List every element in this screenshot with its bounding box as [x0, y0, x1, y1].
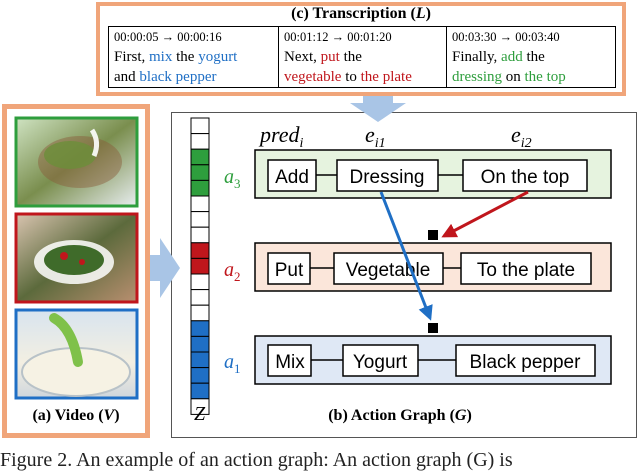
video-frame-2 [14, 212, 139, 304]
timestamp: 00:00:05 → 00:00:16 [114, 30, 222, 44]
segment: Finally, [452, 49, 502, 65]
transcription-cell-1: 00:00:05 → 00:00:16 First, mix the yogur… [109, 27, 279, 87]
node-box [333, 252, 444, 285]
node-label: Vegetable [346, 260, 431, 281]
node-box [336, 159, 439, 192]
transcription-table: 00:00:05 → 00:00:16 First, mix the yogur… [108, 26, 616, 88]
segment: on [502, 69, 525, 85]
transcription-title-var: L [415, 5, 426, 22]
down-arrow-icon [350, 96, 406, 122]
node-label: Dressing [350, 167, 425, 188]
action-label-a2: a2 [224, 259, 241, 284]
segment: the [339, 49, 362, 65]
node-label: Add [275, 167, 309, 188]
z-cell [190, 289, 210, 306]
z-cell [190, 273, 210, 291]
node-label: Yogurt [353, 352, 408, 373]
header-e2: ei2 [511, 122, 532, 151]
z-cell [190, 367, 210, 384]
segment: vegetable [284, 69, 342, 85]
z-cell [190, 179, 210, 197]
node-box [462, 159, 588, 192]
segment: Next, [284, 49, 321, 65]
node-label: Black pepper [470, 352, 582, 373]
node-box [267, 159, 317, 192]
segment: put [320, 49, 340, 65]
transcription-text: Finally, add the dressing on the top [452, 47, 610, 87]
segment: the top [524, 69, 566, 85]
z-cell [190, 320, 210, 337]
node-label: On the top [481, 167, 570, 188]
transcription-cell-3: 00:03:30 → 00:03:40 Finally, add the dres… [447, 27, 615, 87]
segment: yogurt [198, 49, 238, 65]
timestamp: 00:03:30 → 00:03:40 [452, 30, 560, 44]
z-column [190, 117, 210, 415]
segment: dressing [452, 69, 502, 85]
node-box [267, 252, 311, 285]
node-label: To the plate [477, 260, 575, 281]
segment: the [522, 49, 545, 65]
segment: and [114, 69, 140, 85]
segment: black pepper [139, 69, 217, 85]
z-cell [190, 382, 210, 400]
transcription-title-text: (c) Transcription ( [291, 5, 416, 22]
transcription-title: (c) Transcription (L) [96, 5, 626, 23]
right-arrow-icon [150, 238, 180, 298]
node-label: Mix [275, 352, 305, 373]
video-frame-1 [14, 116, 139, 208]
z-cell [190, 148, 210, 166]
node-box [460, 252, 592, 285]
z-cell [190, 351, 210, 369]
segment: to [341, 69, 361, 85]
z-cell [190, 304, 210, 322]
node-label: Put [275, 260, 304, 281]
z-cell [190, 226, 210, 244]
node-box [267, 344, 312, 377]
transcription-text: First, mix the yogurt and black pepper [114, 47, 273, 87]
header-e1: ei1 [365, 122, 386, 151]
node-box [455, 344, 596, 377]
header-pred: predi [258, 122, 304, 151]
video-frame-3 [14, 308, 139, 400]
z-label: Z [194, 403, 206, 425]
graph-label: (b) Action Graph (G) [328, 407, 472, 424]
segment: add [501, 49, 523, 65]
z-cell [190, 133, 210, 150]
z-cell [190, 398, 210, 415]
figure-caption: Figure 2. An example of an action graph:… [0, 449, 513, 471]
z-cell [190, 117, 210, 135]
junction-marker [428, 230, 438, 240]
transcription-text: Next, put the vegetable to the plate [284, 47, 441, 87]
z-cell [190, 242, 210, 259]
action-label-a1: a1 [224, 351, 241, 376]
node-box [342, 344, 419, 377]
transcription-cell-2: 00:01:12 → 00:01:20 Next, put the vegetab… [279, 27, 447, 87]
z-cell [190, 257, 210, 275]
segment: the plate [360, 69, 412, 85]
z-cell [190, 195, 210, 213]
segment: the [172, 49, 199, 65]
action-label-a3: a3 [224, 166, 241, 191]
z-cell [190, 164, 210, 181]
segment: First, [114, 49, 150, 65]
transcription-title-close: ) [425, 5, 431, 22]
video-label: (a) Video (V) [32, 407, 119, 424]
z-cell [190, 211, 210, 228]
z-cell [190, 335, 210, 353]
red-arrow [441, 190, 529, 238]
timestamp: 00:01:12 → 00:01:20 [284, 30, 392, 44]
junction-marker [428, 323, 438, 333]
segment: mix [149, 49, 173, 65]
blue-arrow [379, 191, 433, 321]
